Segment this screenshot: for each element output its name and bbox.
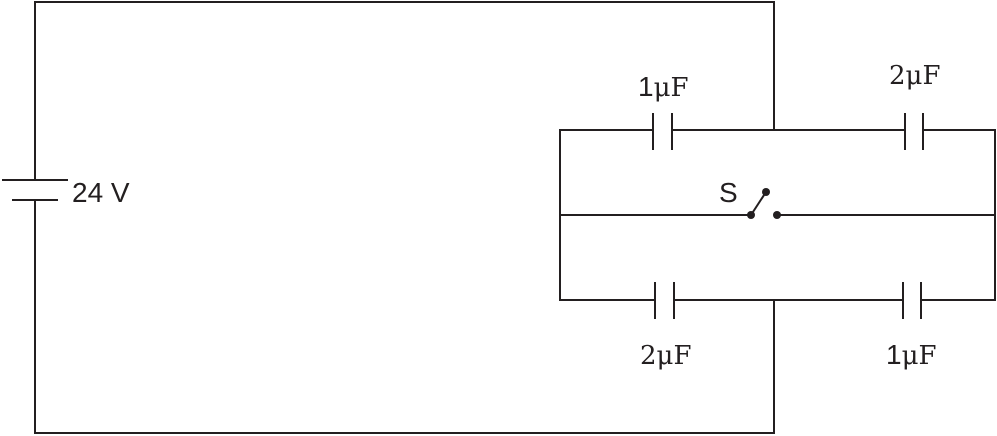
switch-label: S (719, 177, 738, 208)
capacitor-label-top-left: 1μF (638, 71, 689, 103)
switch-contact-right (773, 211, 781, 219)
switch-blade[interactable] (749, 190, 768, 217)
outer-loop-wires (34, 1, 775, 434)
capacitor-label-bottom-left: 2μF (640, 341, 691, 371)
battery-label: 24 V (72, 177, 130, 208)
top-branch (559, 113, 996, 150)
capacitor-label-bottom-right: 1μF (886, 339, 937, 371)
capacitor-label-top-right: 2μF (889, 61, 940, 91)
battery: 24 V (2, 177, 130, 208)
switch-branch: S (559, 177, 996, 219)
bottom-branch (559, 282, 996, 319)
